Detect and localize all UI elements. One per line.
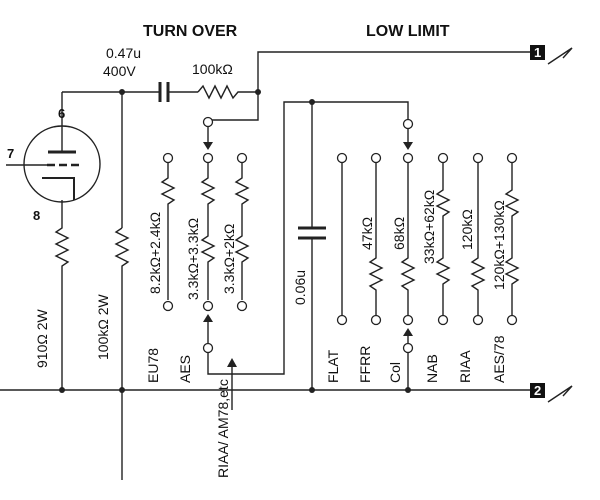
- pin-6-label: 6: [58, 106, 65, 121]
- turnover-option-aes: AES: [177, 355, 193, 383]
- turnover-resistor-3: [234, 163, 250, 300]
- lowlimit-resistor-ffrr: [368, 163, 384, 316]
- coupling-capacitor: [158, 82, 170, 102]
- lowlimit-resistor-aes78: [504, 163, 520, 316]
- triode-tube: 6 7 8: [6, 92, 101, 223]
- pin-7-label: 7: [7, 146, 14, 161]
- turn-over-header: TURN OVER: [143, 23, 238, 40]
- lowlimit-resistor-riaa: [470, 163, 486, 316]
- turnover-resistor-aes: [200, 163, 216, 300]
- port-1-label: 1: [534, 45, 541, 60]
- port-2-label: 2: [534, 383, 541, 398]
- series-resistor: [197, 84, 258, 100]
- coupling-cap-value: 0.47u: [106, 45, 141, 61]
- turnover-note: RIAA/ AM78,etc: [215, 379, 231, 478]
- series-resistor-label: 100kΩ: [192, 61, 233, 77]
- grid-resistor-label: 100kΩ 2W: [95, 294, 111, 361]
- port-1-arrow: [547, 47, 573, 65]
- lowlimit-option-flat: FLAT: [325, 349, 341, 383]
- turnover-switch: [160, 92, 409, 410]
- turnover-option-eu78: EU78: [145, 348, 161, 383]
- lowlimit-option-col: Col: [387, 362, 403, 383]
- lowlimit-resistor-label-col: 68kΩ: [391, 217, 407, 250]
- turnover-resistor-eu78: [160, 163, 176, 222]
- lowlimit-resistor-label-aes78: 120kΩ+130kΩ: [491, 200, 507, 290]
- port-2-badge: [530, 383, 545, 398]
- lowlimit-option-ffrr: FFRR: [357, 346, 373, 383]
- lowlimit-option-riaa: RIAA: [457, 350, 473, 383]
- lowlimit-option-nab: NAB: [424, 354, 440, 383]
- grid-resistor: [114, 227, 130, 480]
- cathode-resistor: [54, 222, 70, 390]
- low-limit-header: LOW LIMIT: [366, 23, 450, 40]
- turnover-resistor-label-2: 3.3kΩ+3.3kΩ: [185, 218, 201, 300]
- lowlimit-resistor-label-ffrr: 47kΩ: [359, 217, 375, 250]
- output-line-1: 1: [257, 45, 573, 93]
- lowlimit-resistor-nab: [435, 163, 451, 316]
- lowlimit-resistor-label-nab: 33kΩ+62kΩ: [421, 190, 437, 264]
- output-line-2: 2: [0, 383, 573, 403]
- lowlimit-capacitor-label: 0.06u: [292, 270, 308, 305]
- port-2-arrow: [547, 385, 573, 403]
- port-1-badge: [530, 45, 545, 60]
- lowlimit-resistor-col: [400, 163, 416, 316]
- pin-8-label: 8: [33, 208, 40, 223]
- turnover-resistor-label-1: 8.2kΩ+2.4kΩ: [147, 212, 163, 294]
- lowlimit-resistor-label-riaa: 120kΩ: [459, 209, 475, 250]
- cathode-resistor-label: 910Ω 2W: [34, 309, 50, 369]
- turnover-resistor-label-3: 3.3kΩ+2kΩ: [221, 224, 237, 294]
- lowlimit-option-aes78: AES/78: [491, 335, 507, 383]
- lowlimit-section: [298, 99, 520, 393]
- coupling-cap-voltage: 400V: [103, 63, 136, 79]
